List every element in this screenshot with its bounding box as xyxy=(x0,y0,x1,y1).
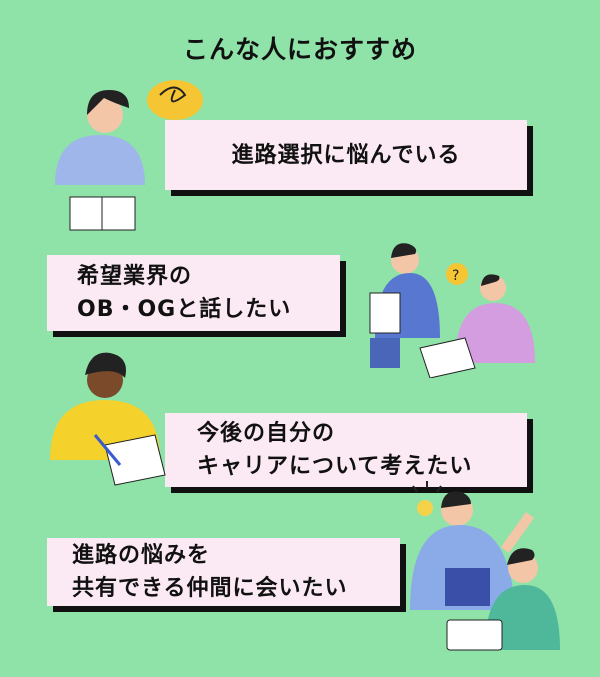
mentoring-illustration: ? xyxy=(369,243,535,378)
question-mark: ? xyxy=(452,268,459,284)
worried-person-illustration xyxy=(55,80,203,231)
card-share-worries: 進路の悩みを 共有できる仲間に会いたい xyxy=(47,538,400,606)
card-think-career: 今後の自分の キャリアについて考えたい xyxy=(165,413,527,487)
card-text: 今後の自分の キャリアについて考えたい xyxy=(197,421,473,479)
card-text: 進路の悩みを 共有できる仲間に会いたい xyxy=(72,543,348,601)
page-title: こんな人におすすめ xyxy=(182,35,417,64)
card-career-worry: 進路選択に悩んでいる xyxy=(165,120,527,190)
card-text: 希望業界の OB・OGと話したい xyxy=(77,264,292,322)
group-discussion-illustration xyxy=(410,481,560,651)
thinking-person-illustration xyxy=(50,352,166,486)
card-talk-ob-og: 希望業界の OB・OGと話したい xyxy=(47,255,340,331)
card-text: 進路選択に悩んでいる xyxy=(231,142,461,168)
